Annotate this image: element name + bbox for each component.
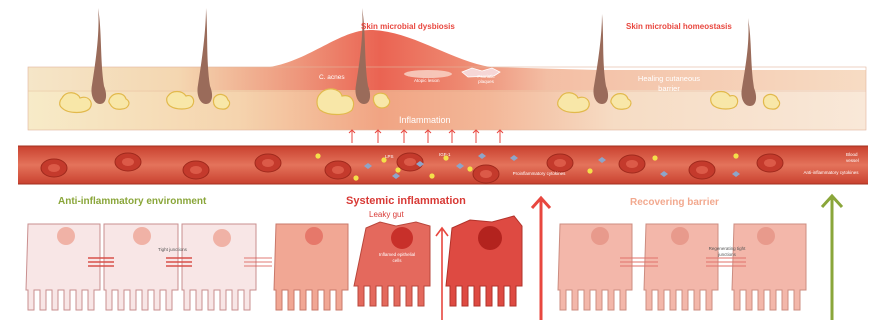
regen-junctions-label: Regenerating tight junctions	[706, 246, 748, 258]
epidermis-layer	[28, 30, 866, 92]
leaky-arrow-thin	[436, 228, 448, 320]
dysbiosis-title: Skin microbial dysbiosis	[361, 22, 455, 31]
pro-cytokines-label: Proinflammatory cytokines	[508, 171, 570, 177]
tight-junctions-label: Tight junctions	[158, 247, 187, 252]
inflammation-label: Inflammation	[399, 115, 451, 125]
hair-icon	[593, 14, 608, 104]
anti-env-title: Anti-inflammatory environment	[58, 196, 206, 207]
igf-label: IGF-1	[439, 152, 451, 157]
atopic-label: Atopic lesion	[414, 78, 440, 83]
skin-arrows	[349, 130, 503, 143]
gland-icon	[373, 93, 389, 108]
cytokine-arrow-red	[532, 198, 550, 320]
hair-icon	[741, 18, 756, 106]
acnes-label: C. acnes	[319, 74, 345, 81]
anti-cytokine-arrow-green	[822, 196, 842, 320]
psoriatic-label: Psoriatic plaques	[470, 74, 502, 84]
blood-vessel-label: Blood vessel	[846, 152, 870, 164]
leaky-gut-label: Leaky gut	[369, 210, 404, 219]
recovering-title: Recovering barrier	[630, 197, 719, 208]
hair-icon	[197, 8, 212, 104]
homeostasis-title: Skin microbial homeostasis	[626, 22, 732, 31]
atopic-lesion-patch	[404, 70, 452, 78]
healing-label: Healing cutaneous barrier	[632, 74, 706, 94]
lps-label: LPS	[385, 154, 394, 159]
gut-section	[26, 196, 842, 320]
hair-icon	[91, 8, 106, 104]
inflamed-cells-label: Inflamed epithelial cells	[375, 252, 419, 264]
systemic-title: Systemic inflammation	[346, 195, 466, 207]
anti-cytokines-label: Anti-inflammatory cytokines	[800, 170, 862, 176]
